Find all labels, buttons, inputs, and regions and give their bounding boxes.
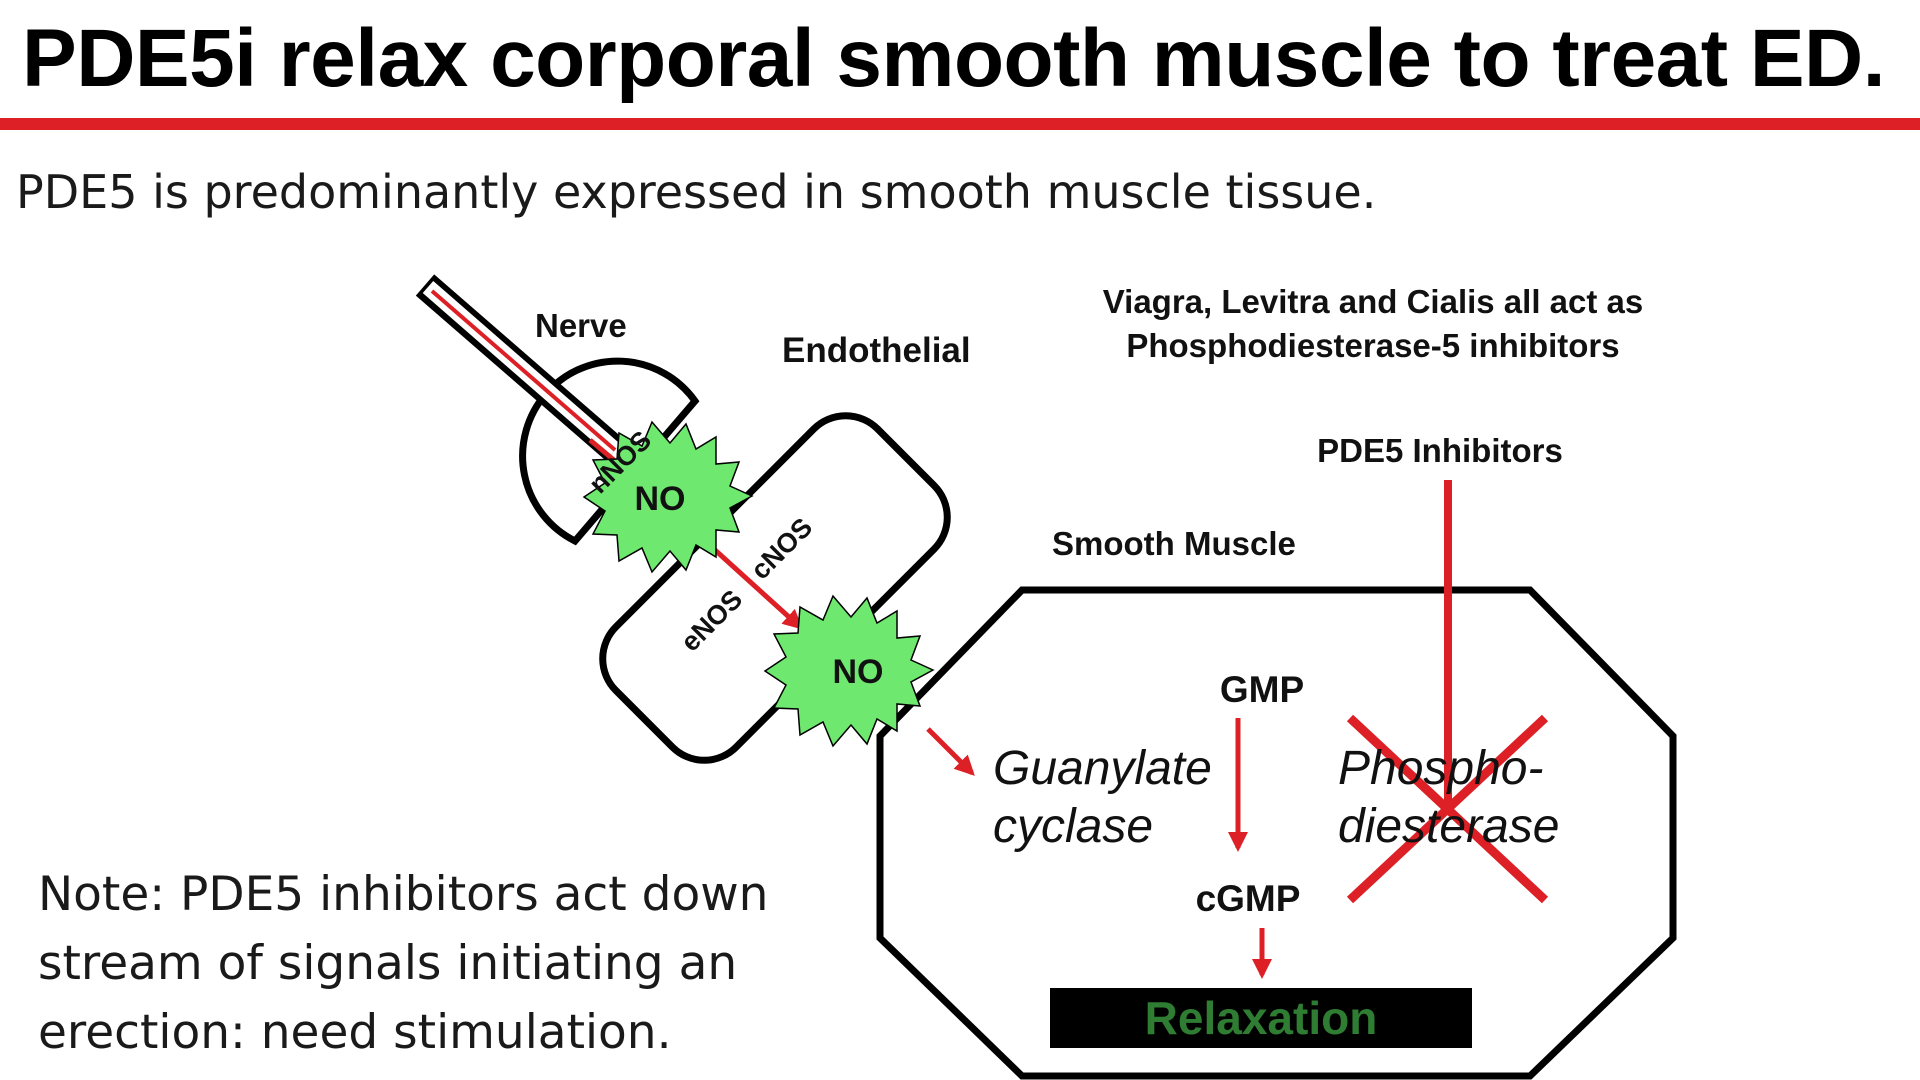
- no-to-no-arrow: [713, 548, 803, 630]
- phosphodiesterase-label-line-1: Phospho-: [1338, 742, 1543, 795]
- smooth-muscle-label: Smooth Muscle: [1052, 525, 1296, 562]
- no-to-guanylate-arrow: [926, 727, 975, 776]
- guanylate-label-line-1: Guanylate: [993, 742, 1212, 795]
- relaxation-label: Relaxation: [1145, 992, 1378, 1044]
- note-line: stream of signals initiating an: [38, 936, 738, 991]
- endothelial-label: Endothelial: [782, 331, 971, 370]
- guanylate-label-line-2: cyclase: [993, 800, 1153, 853]
- no-label-2: NO: [833, 653, 884, 691]
- gmp-label: GMP: [1220, 669, 1304, 710]
- no-burst-1: [582, 420, 754, 574]
- drugs-line-1: Viagra, Levitra and Cialis all act as: [1103, 283, 1644, 320]
- slide-subtitle: PDE5 is predominantly expressed in smoot…: [16, 165, 1377, 219]
- relaxation-box: [1050, 988, 1472, 1048]
- drugs-line-2: Phosphodiesterase-5 inhibitors: [1126, 327, 1619, 364]
- no-label-1: NO: [635, 480, 686, 518]
- pde5-inhibitors-label: PDE5 Inhibitors: [1317, 432, 1563, 469]
- phosphodiesterase-label-line-2: diesterase: [1338, 800, 1559, 853]
- smooth-muscle-cell: [876, 586, 1677, 1080]
- nerve-label: Nerve: [535, 307, 627, 344]
- inhibition-cross: [1346, 714, 1549, 904]
- cgmp-label: cGMP: [1196, 878, 1301, 919]
- note-text: Note: PDE5 inhibitors act down stream of…: [38, 860, 818, 1067]
- title-divider: [0, 118, 1920, 130]
- slide-title: PDE5i relax corporal smooth muscle to tr…: [22, 13, 1886, 104]
- no-burst-2: [763, 594, 935, 748]
- note-line: Note: PDE5 inhibitors act down: [38, 867, 769, 922]
- nerve-axon: [415, 274, 625, 461]
- note-line: erection: need stimulation.: [38, 1005, 672, 1060]
